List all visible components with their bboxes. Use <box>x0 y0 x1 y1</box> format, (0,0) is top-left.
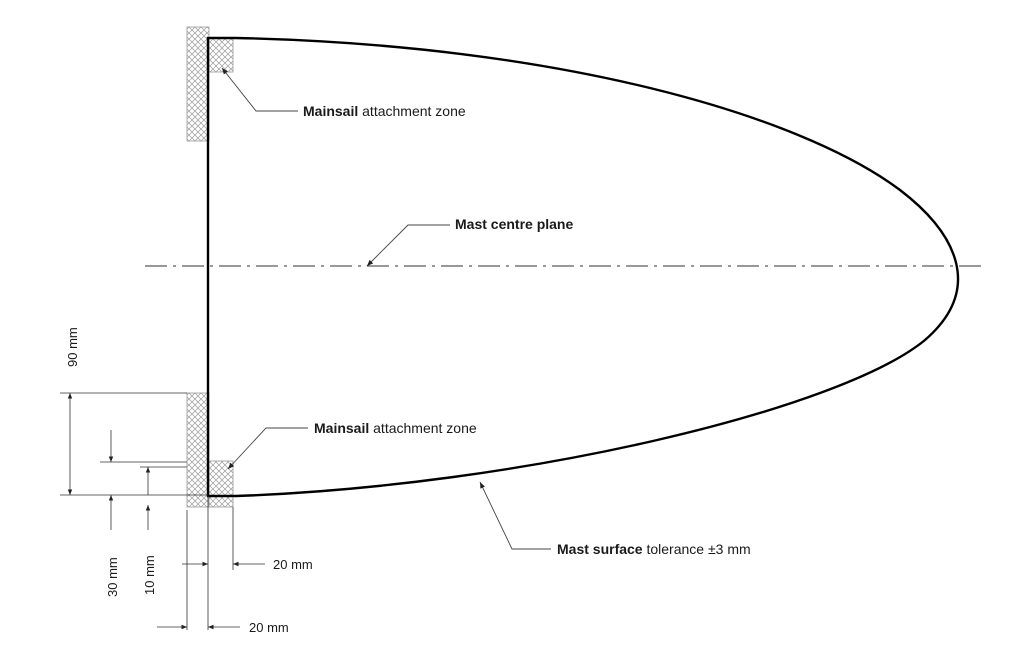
attachment-zone-top <box>186 26 234 142</box>
dimension-10mm: 10 mm <box>142 467 157 595</box>
mast-profile-outline <box>206 36 960 498</box>
label-mast-surface: Mast surface tolerance ±3 mm <box>557 541 751 557</box>
dim-label-20mm-upper: 20 mm <box>273 557 313 572</box>
dim-label-20mm-lower: 20 mm <box>249 620 289 635</box>
leader-zone-top: Mainsail attachment zone <box>221 67 466 119</box>
extension-lines <box>60 392 234 630</box>
leader-centre-plane: Mast centre plane <box>366 216 573 267</box>
label-centre-plane: Mast centre plane <box>455 216 573 232</box>
leader-zone-bottom: Mainsail attachment zone <box>227 420 477 470</box>
dimension-30mm: 30 mm <box>105 430 120 597</box>
dim-label-10mm: 10 mm <box>142 555 157 595</box>
label-zone-top: Mainsail attachment zone <box>303 103 466 119</box>
dimension-20mm-lower: 20 mm <box>157 620 289 635</box>
dimension-20mm-upper: 20 mm <box>182 557 313 572</box>
dim-label-90mm: 90 mm <box>65 327 80 367</box>
label-zone-bottom: Mainsail attachment zone <box>314 420 477 436</box>
attachment-zone-bottom <box>186 392 234 508</box>
leader-mast-surface: Mast surface tolerance ±3 mm <box>479 481 751 557</box>
dimension-90mm: 90 mm <box>65 327 80 495</box>
dim-label-30mm: 30 mm <box>105 557 120 597</box>
